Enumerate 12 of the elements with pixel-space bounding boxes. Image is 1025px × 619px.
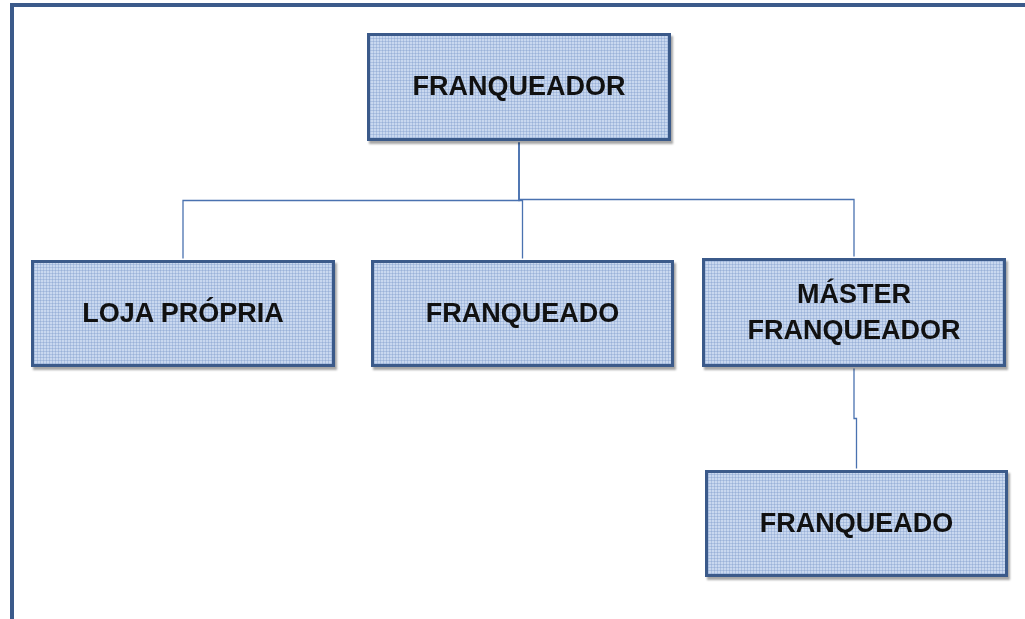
org-box [367,33,671,141]
connector-line [853,367,858,470]
org-box [702,258,1006,367]
box-label: FRANQUEADO [425,296,620,330]
org-box [31,260,335,367]
org-box [371,260,674,367]
connector-line [518,141,855,258]
box-label: MÁSTER FRANQUEADOR [746,277,962,347]
box-label: FRANQUEADO [759,506,954,540]
org-box [705,470,1008,577]
box-label: FRANQUEADOR [412,70,626,104]
box-label: LOJA PRÓPRIA [82,296,284,330]
